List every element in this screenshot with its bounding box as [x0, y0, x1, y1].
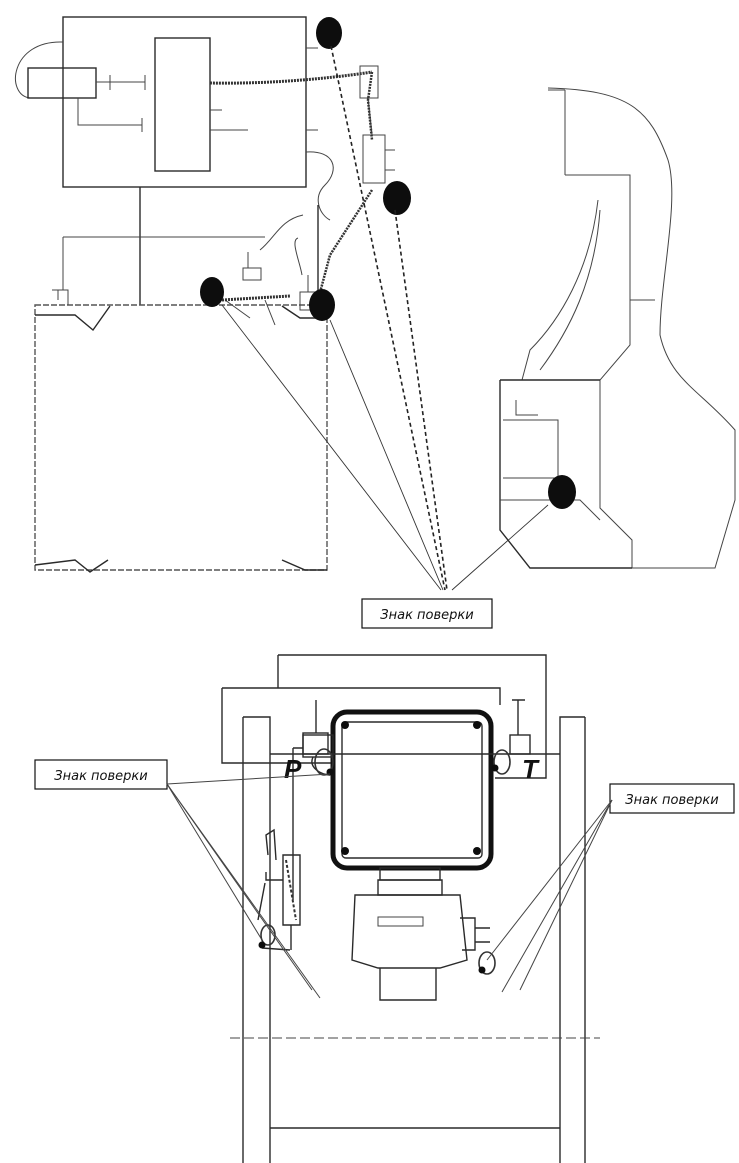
top-side-view	[499, 87, 736, 569]
flow-body-front	[34, 304, 328, 571]
sealing-wire	[285, 859, 297, 921]
seal-mark-text: Знак поверки	[380, 608, 473, 623]
seal-1	[316, 17, 342, 49]
seal-4	[309, 289, 335, 321]
electronics-enclosure	[62, 16, 307, 188]
sealing-wire	[366, 71, 374, 141]
seal-head-right	[478, 951, 496, 975]
seal-mark-label-right: Знак поверки	[609, 783, 735, 814]
pressure-fitting	[302, 732, 329, 755]
seal-3	[200, 277, 224, 307]
bottom-leader-lines	[166, 773, 613, 999]
sealing-wire	[316, 189, 374, 301]
seal-mark-label-left: Знак поверки	[34, 759, 168, 790]
sealing-wire	[221, 294, 291, 302]
pressure-label: P	[284, 754, 302, 784]
seal-mark-text: Знак поверки	[54, 769, 147, 784]
seal-p	[314, 748, 334, 776]
top-front-view	[15, 16, 411, 573]
seal-5	[548, 475, 576, 509]
seal-mark-text: Знак поверки	[625, 793, 718, 808]
temperature-fitting	[509, 734, 531, 755]
left-sensor	[27, 67, 97, 99]
bottom-view: P T	[221, 654, 600, 1163]
seal-t	[493, 749, 511, 775]
sealing-wire	[209, 70, 373, 85]
seal-mark-label-top: Знак поверки	[361, 598, 493, 629]
display-head	[330, 709, 494, 871]
electronics-board	[154, 37, 211, 172]
temperature-label: T	[522, 754, 540, 784]
seal-2	[383, 181, 411, 215]
top-leader-lines	[221, 45, 549, 591]
